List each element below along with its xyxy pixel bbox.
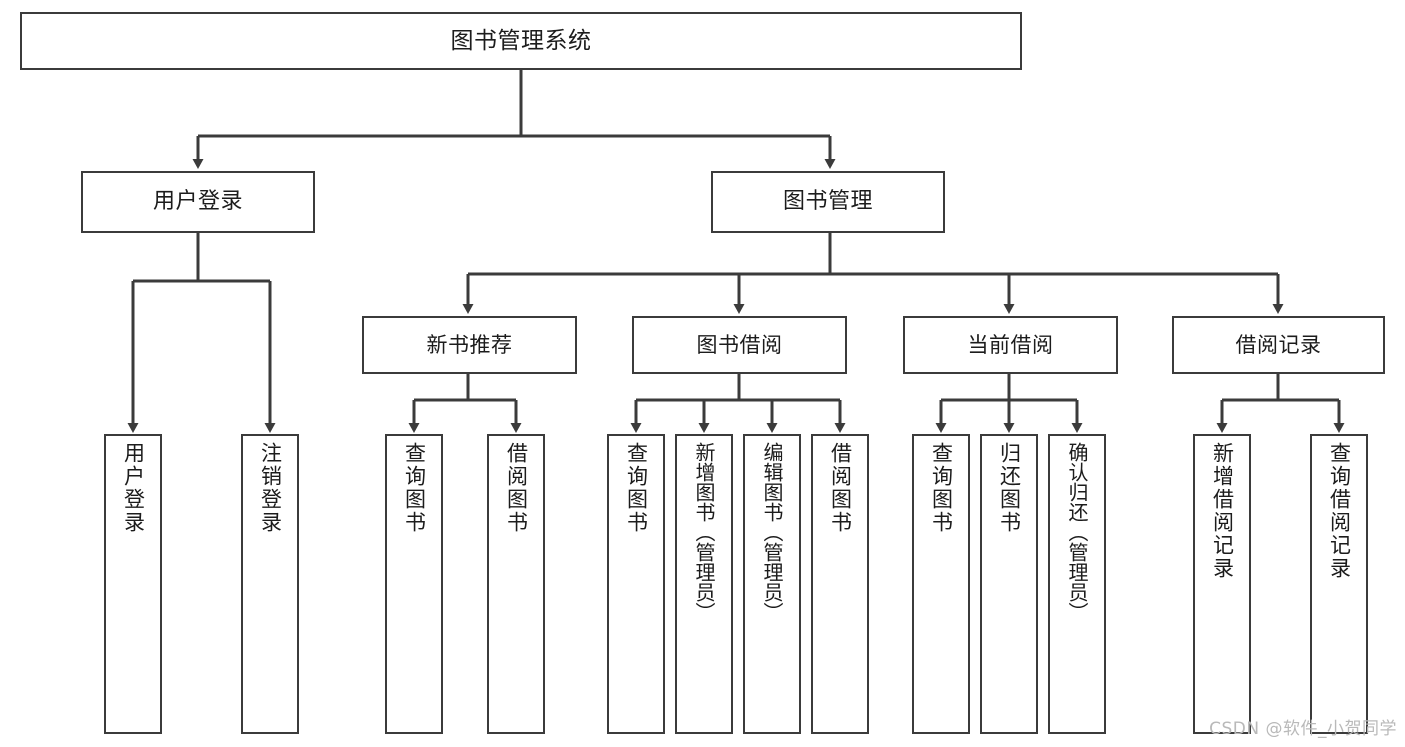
- leaf-user-login-login[interactable]: 用户登录: [104, 434, 162, 734]
- node-current-borrow[interactable]: 当前借阅: [903, 316, 1118, 374]
- node-book-management[interactable]: 图书管理: [711, 171, 945, 233]
- node-label: 编辑图书（管理员）: [760, 442, 784, 622]
- watermark: CSDN @软件_小贺同学: [1209, 719, 1397, 739]
- node-label: 用户登录: [152, 189, 243, 215]
- leaf-current-borrow-confirm-return-admin[interactable]: 确认归还（管理员）: [1048, 434, 1106, 734]
- node-label: 确认归还（管理员）: [1065, 442, 1089, 622]
- leaf-current-borrow-return-book[interactable]: 归还图书: [980, 434, 1038, 734]
- node-label: 借阅图书: [504, 442, 529, 534]
- node-root-book-management-system[interactable]: 图书管理系统: [20, 12, 1022, 70]
- leaf-book-borrow-add-book-admin[interactable]: 新增图书（管理员）: [675, 434, 733, 734]
- leaf-borrow-record-query-record[interactable]: 查询借阅记录: [1310, 434, 1368, 734]
- node-label: 注销登录: [258, 442, 283, 534]
- node-label: 归还图书: [997, 442, 1022, 534]
- node-book-borrow[interactable]: 图书借阅: [632, 316, 847, 374]
- node-label: 借阅记录: [1235, 332, 1322, 357]
- leaf-book-borrow-edit-book-admin[interactable]: 编辑图书（管理员）: [743, 434, 801, 734]
- node-label: 查询图书: [402, 442, 427, 534]
- leaf-book-borrow-query-book[interactable]: 查询图书: [607, 434, 665, 734]
- leaf-new-book-borrow-book[interactable]: 借阅图书: [487, 434, 545, 734]
- leaf-current-borrow-query-book[interactable]: 查询图书: [912, 434, 970, 734]
- leaf-user-login-logout[interactable]: 注销登录: [241, 434, 299, 734]
- node-new-book-recommend[interactable]: 新书推荐: [362, 316, 577, 374]
- node-label: 当前借阅: [967, 332, 1054, 357]
- node-label: 图书管理系统: [450, 27, 592, 54]
- node-label: 图书借阅: [696, 332, 783, 357]
- node-label: 新增借阅记录: [1210, 442, 1235, 580]
- node-label: 借阅图书: [828, 442, 853, 534]
- node-user-login[interactable]: 用户登录: [81, 171, 315, 233]
- node-label: 查询借阅记录: [1327, 442, 1352, 580]
- node-label: 新增图书（管理员）: [692, 442, 716, 622]
- node-label: 查询图书: [624, 442, 649, 534]
- leaf-book-borrow-borrow-book[interactable]: 借阅图书: [811, 434, 869, 734]
- node-borrow-record[interactable]: 借阅记录: [1172, 316, 1385, 374]
- node-label: 用户登录: [121, 442, 146, 534]
- leaf-borrow-record-add-record[interactable]: 新增借阅记录: [1193, 434, 1251, 734]
- node-label: 图书管理: [782, 189, 873, 215]
- leaf-new-book-query-book[interactable]: 查询图书: [385, 434, 443, 734]
- node-label: 查询图书: [929, 442, 954, 534]
- node-label: 新书推荐: [426, 332, 513, 357]
